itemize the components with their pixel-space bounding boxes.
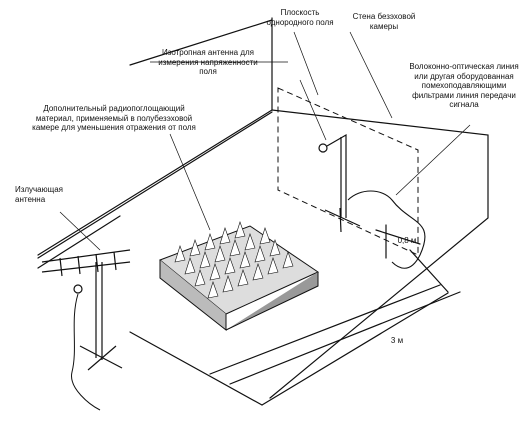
label-isotropic-antenna: Изотропная антенна для измерения напряже… [158, 48, 258, 76]
leader-line [395, 124, 471, 196]
floor-rail [229, 291, 461, 385]
dimension-line-0-8m [375, 229, 421, 245]
absorber-block [159, 221, 320, 332]
floor-rail [209, 284, 441, 375]
dimension-label-height: 0,8 м [397, 236, 417, 245]
fiber-optic-line [347, 190, 426, 269]
label-absorbing-material: Дополнительный радиопоглощающий материал… [32, 104, 196, 132]
uniform-field-plane [277, 87, 419, 256]
label-fiber-line: Волоконно-оптическая линия или другая об… [409, 62, 519, 109]
leader-line [59, 211, 101, 251]
dimension-line-3m [261, 292, 449, 406]
radiating-antenna-cable [71, 293, 101, 411]
radiating-antenna [41, 249, 131, 371]
dimension-extension [409, 249, 449, 293]
floor-rail [37, 215, 121, 269]
leader-line [293, 31, 319, 96]
isotropic-antenna [318, 133, 361, 233]
leader-line [169, 133, 211, 231]
dimension-label-distance: 3 м [390, 336, 404, 345]
back-wall-top-edge [129, 19, 273, 66]
label-radiating-antenna: Излучающая антенна [15, 185, 63, 204]
label-uniform-field-plane: Плоскость однородного поля [266, 8, 334, 27]
dimension-line-3m [129, 331, 263, 406]
floor-outline [37, 109, 489, 399]
label-chamber-wall: Стена безэховой камеры [352, 12, 416, 31]
floor-rail [37, 111, 273, 259]
leader-line [299, 79, 327, 141]
leader-line [349, 31, 393, 119]
